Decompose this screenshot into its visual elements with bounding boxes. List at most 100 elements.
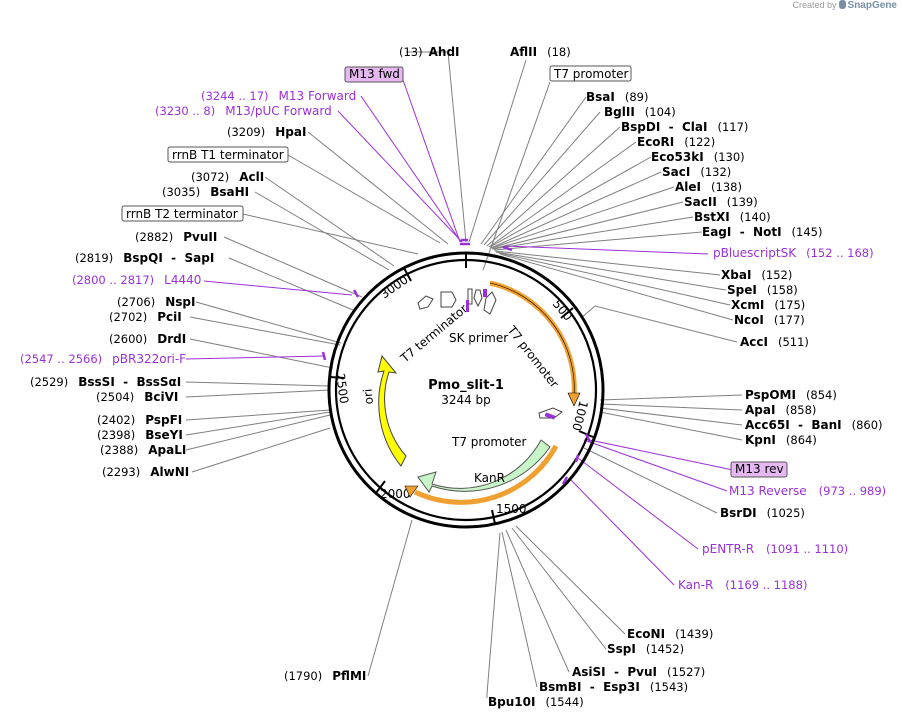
enzyme-label-sapi: (2819)BspQI - SapI [75,251,214,265]
enzyme-label-sacii: SacII(139) [684,195,758,209]
tick-mark-2500 [329,376,345,379]
leader-m13-fwd [402,79,461,243]
enzyme-label-bseyi: (2398)BseYI [97,428,183,442]
leader-eco53ki [489,156,652,248]
leader-acci [580,305,738,343]
enzyme-label-clai: BspDI - ClaI(117) [621,120,748,134]
sk-primer-mark [473,289,483,308]
enzyme-label-xcmi: XcmI(175) [731,298,805,312]
tick-label-1000: 1000 [569,399,590,432]
leader-hpai [307,131,449,245]
leader-esp3i [501,531,538,688]
leader-bpu10i [486,532,501,698]
enzyme-label-pspfi: (2402)PspFI [97,413,182,427]
t7-promoter-b-label: T7 promoter [451,435,527,449]
tick-label-2500: 2500 [333,372,351,404]
enzyme-label-apai: ApaI(858) [745,403,816,417]
leader-pbluescriptsk [504,245,709,255]
leader-pspfi [185,409,331,421]
leader-t7promoter-box [482,81,551,271]
leader-pvui [505,529,570,673]
rrnb-t1-label: rrnB T1 terminator [172,148,284,162]
boxed-label-m13-fwd: M13 fwd [344,66,404,83]
m13-fwd-inner-mark [466,300,469,312]
primer-label-l4440: (2800 .. 2817)L4440 [72,273,201,287]
m13-reverse-mark [584,433,592,443]
tick-mark-3000 [403,267,412,282]
leader-pentr [577,457,699,550]
enzyme-label-eco53ki: Eco53kI(130) [651,150,745,164]
leader-clai [486,126,621,247]
leader-ecori [488,141,637,248]
enzyme-label-aflii: AflII(18) [510,45,571,59]
leader-econi [515,525,626,635]
enzyme-label-noti: EagI - NotI(145) [702,225,822,239]
enzyme-label-banl: Acc65I - BanI(860) [745,418,883,432]
rrnb-t2-arrow [417,295,434,310]
pentr-r-mark [574,454,580,463]
purple-feature-marks [466,289,556,420]
enzyme-label-pvuii: (2882)PvuII [135,230,217,244]
pbluescriptsk-mark [502,245,513,252]
rrnb-t2-label: rrnB T2 terminator [126,207,238,221]
leader-sapi [228,257,354,311]
credit-prefix: Created by [792,0,837,10]
t7-promoter-a-label: T7 promoter [504,322,562,390]
credit-brand: SnapGene [847,0,897,11]
leader-alwni [191,427,331,473]
primer-label-pbluescriptsk: pBluescriptSK(152 .. 168) [713,246,874,260]
leader-saci [490,171,662,249]
enzyme-label-alei: AleI(138) [675,180,742,194]
enzyme-label-saci: SacI(132) [662,165,731,179]
enzyme-label-spei: SpeI(158) [727,283,798,297]
leader-l4440 [203,280,353,296]
enzyme-label-ahdi: (13)AhdI [399,45,460,59]
leader-sacii [491,201,684,250]
leader-pflmi [367,519,413,677]
primer-label-pbr322ori: (2547 .. 2566)pBR322ori-F [20,352,186,366]
enzyme-label-bsssi: (2529)BssSI - BssSαI [30,375,181,389]
kanr-primer-mark [561,476,569,485]
enzyme-label-bglii: BglII(104) [604,105,676,119]
leader-aflii [468,59,527,243]
primer-label-m13-forward: (3244 .. 17)M13 Forward [201,89,356,103]
boxed-label-rrnb-t1: rrnB T1 terminator [167,146,289,163]
leader-pcii [189,316,341,346]
ori-label: ori [361,388,376,405]
plasmid-name: Pmo_slit-1 [428,378,504,393]
small-feature-arrows [417,288,563,419]
primer-label-pentr-r: pENTR-R(1091 .. 1110) [702,542,848,556]
leader-ncoi [499,253,734,321]
leader-kpni [599,411,743,441]
enzyme-label-esp3i: BsmBI - Esp3I(1543) [539,680,688,694]
kanr-label: KanR [474,471,505,485]
leader-bsssi [185,381,331,387]
enzyme-label-bcivi: (2504)BciVI [96,390,178,404]
leader-rrnbt1-box [287,154,441,244]
tick-mark-500 [560,307,574,319]
t7-promoter-a-mark [483,291,497,315]
enzyme-label-apali: (2388)ApaLI [100,443,186,457]
enzyme-label-pvui: AsiSI - PvuI(1527) [572,665,705,679]
enzyme-label-pspomi: PspOMI(854) [745,388,837,402]
tick-label-1500: 1500 [496,502,527,516]
enzyme-label-bstxi: BstXI(140) [694,210,771,224]
leader-bsahi [254,191,390,271]
enzyme-label-bsai: BsaI(89) [586,90,648,104]
m13-fwd-label: M13 fwd [349,67,400,81]
enzyme-label-bpu10i: Bpu10I(1544) [488,695,584,709]
leader-nspi [195,301,342,344]
tick-label-2000: 2000 [380,487,411,501]
kanr-orange-arc [413,444,559,505]
snapgene-logo-icon [838,0,846,9]
enzyme-label-xbai: XbaI(152) [721,268,792,282]
leader-m13-rev [584,438,734,471]
tick-mark-1500 [491,509,496,525]
primer-label-m13-reverse: M13 Reverse(973 .. 989) [729,484,886,498]
t7-orange-arc-inner [489,282,575,397]
t7-promoter-box-label: T7 promoter [553,67,629,81]
primer-label-kan-r: Kan-R(1169 .. 1188) [678,578,807,592]
pbr322ori-mark [321,351,327,361]
enzyme-label-sspi: SspI(1452) [607,642,684,656]
leader-pbr322ori [185,355,326,360]
